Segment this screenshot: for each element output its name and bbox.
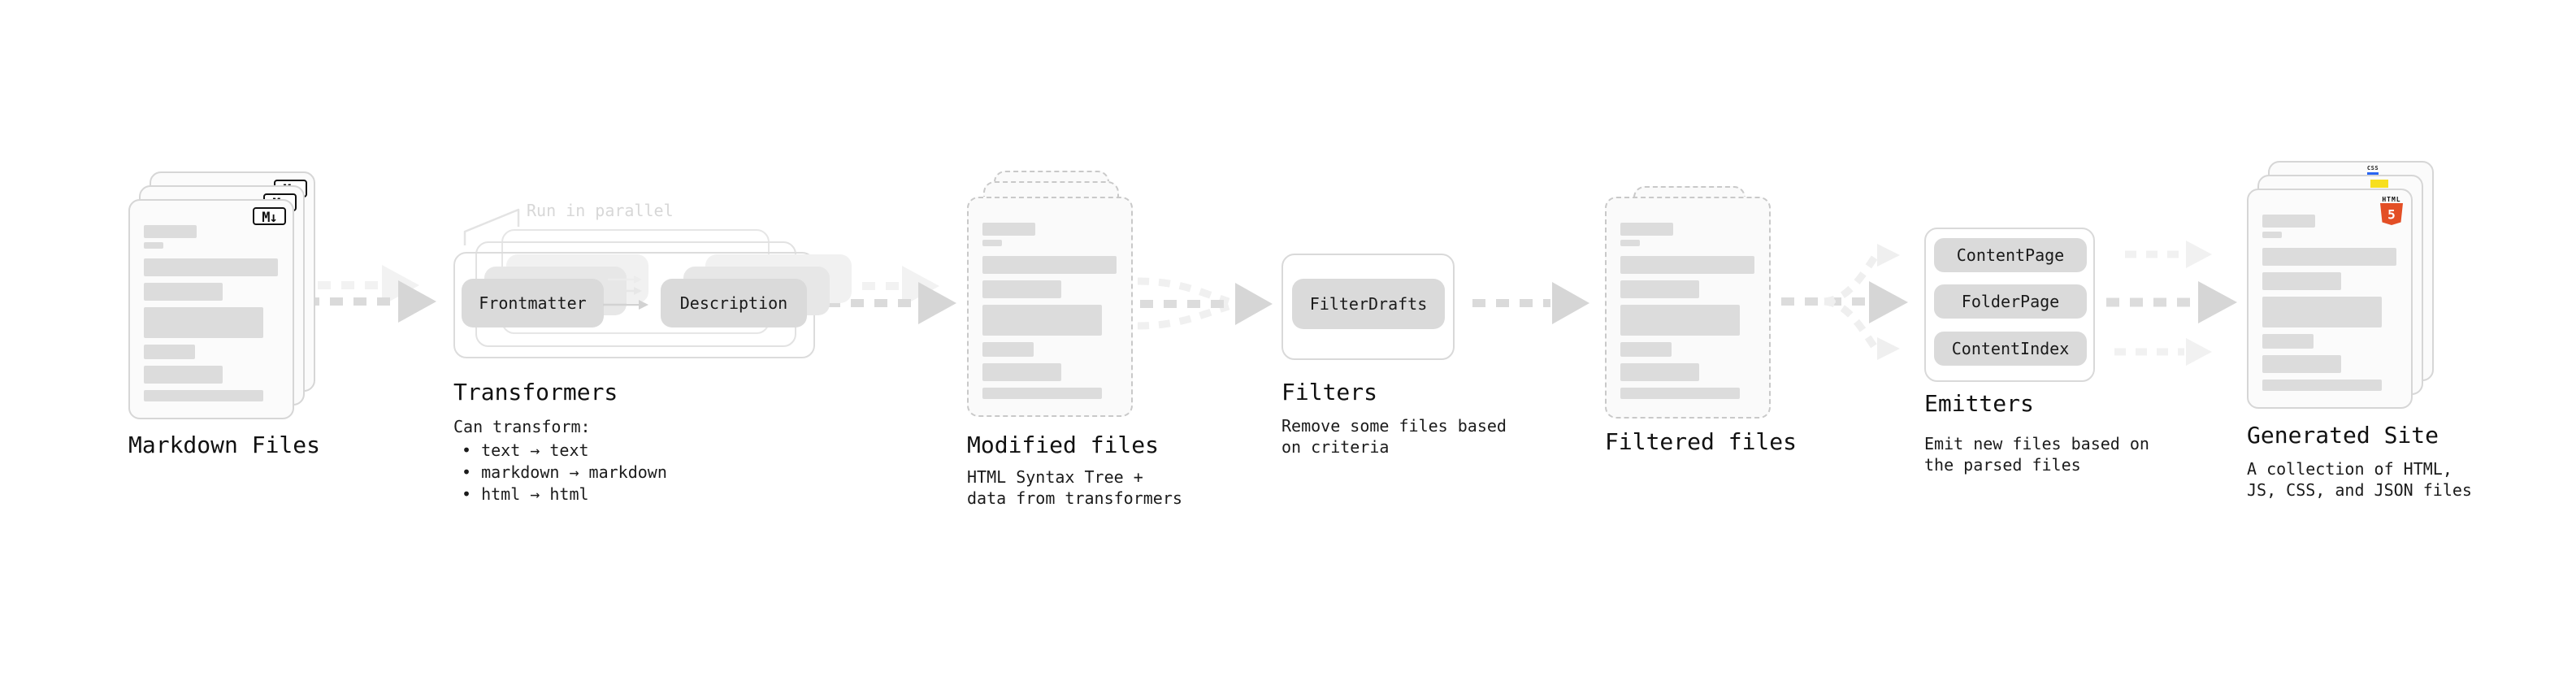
bullet-item: • markdown → markdown [462, 462, 667, 482]
transformers-bullet-list: • text → text • markdown → markdown • ht… [462, 440, 667, 505]
svg-text:5: 5 [2387, 207, 2396, 223]
description-line: data from transformers [967, 488, 1182, 508]
description-line: on criteria [1281, 437, 1390, 457]
document-content-placeholder [982, 223, 1117, 399]
javascript-icon [2370, 180, 2388, 188]
generated-site-description: A collection of HTML, JS, CSS, and JSON … [2247, 458, 2472, 501]
folderpage-pill: FolderPage [1934, 284, 2087, 319]
transformers-label: Transformers [453, 379, 618, 406]
frontmatter-pill: Frontmatter [462, 279, 604, 327]
emitters-label: Emitters [1924, 390, 2034, 417]
document-content-placeholder [144, 225, 278, 401]
arrow-emitters-to-site-top-icon [2125, 241, 2212, 268]
transformers-description: Can transform: [453, 417, 591, 436]
filterdrafts-pill: FilterDrafts [1292, 279, 1445, 329]
markdown-file-card-front: M↓ [128, 199, 294, 419]
css-badge-underline [2367, 172, 2379, 175]
document-content-placeholder [2262, 215, 2396, 391]
modified-files-label: Modified files [967, 432, 1160, 458]
bullet-item: • html → html [462, 484, 589, 504]
bullet-item: • text → text [462, 440, 589, 460]
description-line: JS, CSS, and JSON files [2247, 480, 2472, 500]
description-line: the parsed files [1924, 455, 2081, 475]
modified-file-card-front [967, 197, 1133, 417]
arrow-emitters-to-site-middle-icon [2106, 281, 2237, 323]
description-line: HTML Syntax Tree + [967, 467, 1143, 487]
transform-mini-arrows-icon [603, 275, 648, 310]
description-line: Remove some files based [1281, 416, 1507, 436]
css-badge-text: CSS [2366, 165, 2379, 171]
description-line: A collection of HTML, [2247, 459, 2452, 479]
filters-description: Remove some files based on criteria [1281, 415, 1507, 458]
arrow-transformers-to-modified-icon [827, 282, 956, 324]
description-line: Emit new files based on [1924, 434, 2149, 453]
html5-shield: 5 [2380, 203, 2403, 225]
site-file-card-front: HTML 5 [2247, 189, 2413, 409]
generated-site-label: Generated Site [2247, 422, 2439, 449]
filtered-file-card-front [1605, 197, 1771, 419]
run-in-parallel-label: Run in parallel [527, 201, 674, 220]
emitters-description: Emit new files based on the parsed files [1924, 433, 2149, 475]
filters-label: Filters [1281, 379, 1378, 406]
css-icon: CSS [2366, 165, 2379, 175]
markdown-icon: M↓ [253, 207, 286, 226]
arrow-markdown-to-transformers-icon [306, 280, 436, 323]
contentindex-pill: ContentIndex [1934, 332, 2087, 366]
markdown-files-label: Markdown Files [128, 432, 321, 458]
html5-badge-text: HTML [2382, 196, 2401, 203]
filtered-files-label: Filtered files [1605, 428, 1798, 455]
description-pill: Description [661, 279, 807, 327]
run-in-parallel-callout-line [463, 208, 520, 245]
modified-files-description: HTML Syntax Tree + data from transformer… [967, 466, 1182, 509]
arrow-modified-to-filters-merge-icon [1137, 277, 1273, 330]
contentpage-pill: ContentPage [1934, 238, 2087, 272]
arrow-filters-to-filtered-icon [1472, 282, 1589, 324]
html5-icon: HTML 5 [2380, 196, 2403, 228]
arrow-emitters-to-site-bottom-icon [2114, 338, 2212, 366]
document-content-placeholder [1620, 223, 1754, 399]
arrow-filtered-to-emitters-split-icon [1781, 244, 1908, 360]
